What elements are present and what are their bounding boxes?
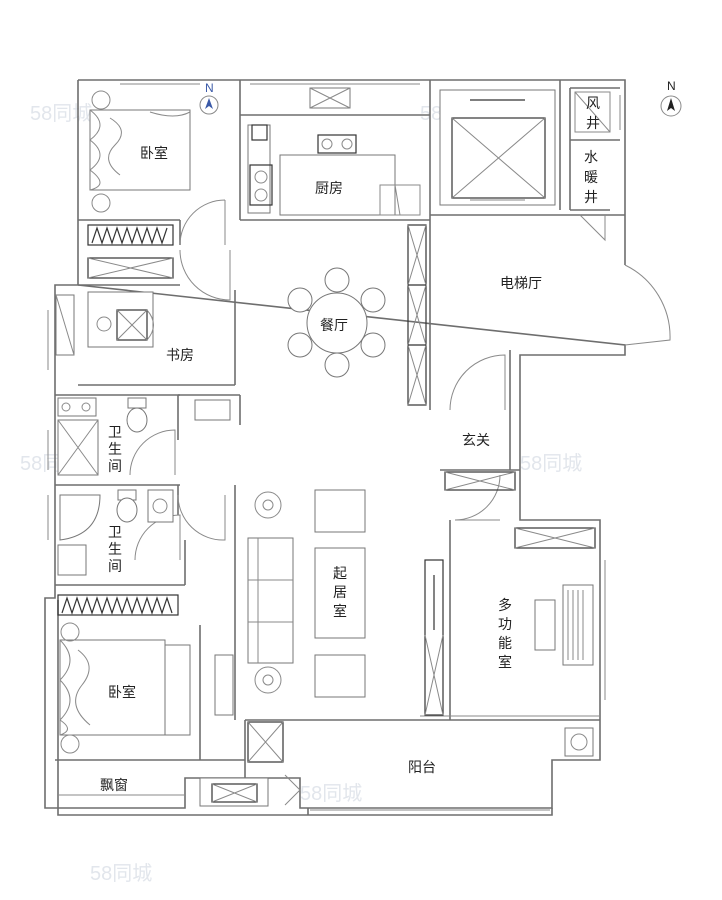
room-label-kitchen: 厨房 — [315, 181, 343, 197]
storage-cabinet — [407, 224, 427, 406]
compass-north-label: N — [205, 81, 214, 95]
bed-icon — [59, 622, 234, 754]
room-label-bathroom-1c: 间 — [108, 459, 122, 475]
room-label-elevator-hall: 电梯厅 — [500, 276, 542, 292]
room-label-bathroom-2a: 卫 — [108, 525, 122, 541]
room-label-vent-shaft-1: 风 — [586, 96, 600, 112]
bathroom-1-fixtures — [57, 397, 231, 476]
room-label-multi-1: 多 — [498, 597, 512, 614]
room-label-bathroom-2b: 生 — [108, 542, 122, 558]
room-label-bathroom-1a: 卫 — [108, 425, 122, 441]
room-label-water-shaft-1: 水 — [584, 150, 598, 166]
sofa-icon — [247, 489, 366, 698]
toilet-icon — [116, 489, 138, 523]
room-label-vent-shaft-2: 井 — [586, 116, 600, 132]
wardrobe — [57, 594, 179, 616]
room-label-multi-4: 室 — [498, 654, 512, 671]
windows — [47, 83, 621, 811]
compass-icon: N — [199, 81, 219, 115]
room-label-entrance: 玄关 — [462, 432, 490, 449]
room-label-bay-window: 飘窗 — [100, 777, 128, 794]
dining-table-icon — [287, 267, 386, 378]
room-label-bathroom-2c: 间 — [108, 559, 122, 575]
kitchen-fixtures — [247, 87, 421, 216]
room-label-multi-2: 功 — [498, 617, 512, 633]
lamp-icon — [254, 491, 282, 694]
room-label-balcony: 阳台 — [408, 760, 436, 776]
walls — [44, 79, 626, 816]
room-label-water-shaft-3: 井 — [584, 190, 598, 206]
room-label-living-2: 居 — [333, 585, 347, 601]
vent-shaft-box — [574, 91, 611, 133]
room-label-study: 书房 — [166, 348, 194, 364]
room-label-bedroom-bottom: 卧室 — [108, 684, 136, 701]
door-swing-icon — [129, 199, 671, 806]
room-label-living-1: 起 — [333, 566, 347, 582]
compass-north-label: N — [667, 79, 676, 93]
room-label-living-3: 室 — [333, 603, 347, 620]
compass-icon: N — [660, 79, 682, 117]
tv-cabinet — [424, 559, 444, 716]
room-label-bathroom-1b: 生 — [108, 442, 122, 458]
elevator-shaft-icon — [439, 89, 556, 206]
bed-icon — [89, 90, 191, 213]
watermark: 58同城 — [520, 452, 582, 475]
room-label-multi-3: 能 — [498, 636, 512, 652]
room-label-bedroom-top: 卧室 — [140, 145, 168, 162]
watermark: 58同城 — [30, 102, 92, 125]
watermark: 58同城 — [300, 782, 362, 805]
wardrobe — [87, 224, 174, 279]
study-fixtures — [55, 291, 154, 356]
shoe-cabinet — [444, 471, 596, 549]
bathroom-2-fixtures — [57, 489, 174, 576]
room-label-dining: 餐厅 — [320, 318, 348, 334]
watermark: 58同城 — [90, 862, 152, 885]
balcony-fixtures — [199, 721, 284, 807]
washing-machine-icon — [564, 727, 594, 757]
room-label-water-shaft-2: 暖 — [584, 170, 598, 186]
piano-icon — [534, 584, 594, 666]
stove-icon — [249, 164, 273, 206]
toilet-icon — [126, 397, 148, 433]
